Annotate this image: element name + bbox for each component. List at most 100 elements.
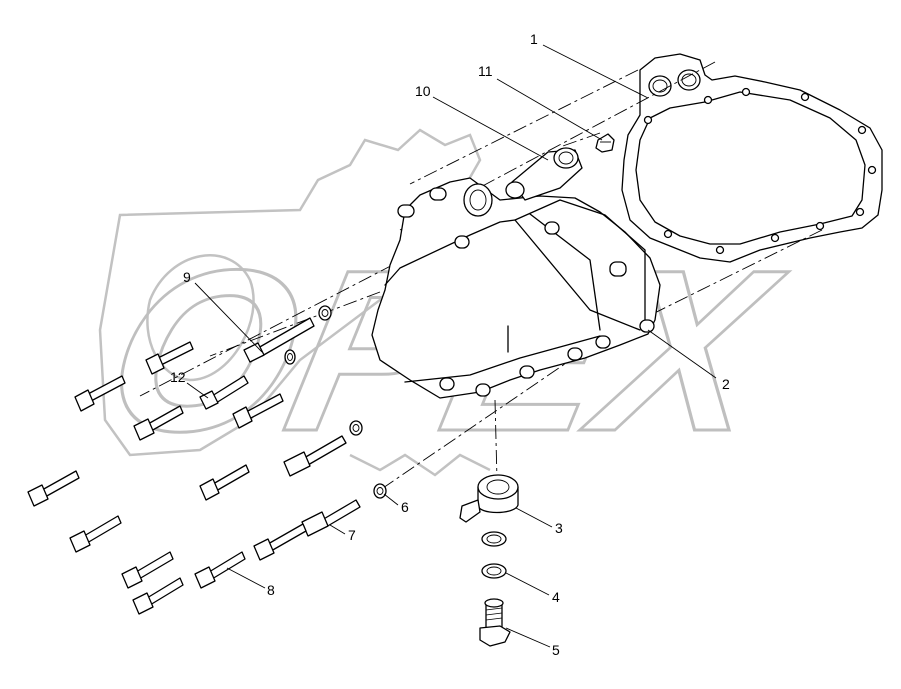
leader-line-2	[647, 329, 717, 379]
plug-body	[595, 133, 615, 153]
cover-housing-part-2	[371, 177, 661, 399]
plug-part-11	[595, 133, 615, 153]
watermark-gear-outline	[98, 128, 482, 457]
seal-ring-inner	[486, 566, 502, 576]
housing-boss	[429, 187, 447, 201]
housing-body	[371, 177, 661, 399]
gasket-hole	[703, 95, 713, 105]
bolt-head	[132, 592, 154, 615]
leader-line-4	[505, 572, 550, 596]
washer-inner	[321, 309, 329, 317]
bolts-part-8	[27, 341, 307, 615]
callout-6: 6	[401, 499, 409, 515]
housing-boss	[567, 347, 583, 361]
washer	[284, 349, 296, 365]
washer-inner	[352, 424, 360, 432]
seal-ring	[481, 563, 507, 579]
gasket-hole	[715, 245, 725, 255]
banjo-bolt-part-5	[479, 598, 511, 647]
bolt-shank	[135, 551, 174, 580]
seal-rings-part-4	[481, 531, 507, 579]
bolt-head	[69, 530, 91, 553]
washer	[373, 483, 387, 499]
leader-line-11	[496, 78, 603, 141]
housing-boss	[544, 221, 560, 235]
housing-port	[463, 183, 493, 217]
studs	[199, 317, 361, 537]
bolt-head	[121, 566, 143, 589]
bolt-head	[74, 389, 95, 412]
housing-boss	[519, 365, 535, 379]
banjo-bolt-thread	[485, 607, 503, 611]
banjo-bolt-thread	[485, 617, 503, 621]
bolt-head	[232, 406, 253, 429]
bolt-shank	[83, 515, 122, 544]
bolt-head	[253, 538, 275, 561]
leader-line-9	[194, 282, 263, 353]
stud-sleeve	[301, 511, 329, 537]
leader-line-7	[329, 524, 346, 535]
callout-10: 10	[415, 83, 431, 99]
valve-base	[505, 181, 525, 199]
bolt-head	[133, 418, 155, 441]
fitting-bore	[486, 479, 510, 495]
washer-inner	[376, 487, 384, 495]
bolt-head	[27, 484, 49, 507]
housing-flange	[384, 219, 641, 331]
stud-sleeve	[283, 451, 311, 477]
watermark-gear-lower	[349, 453, 491, 477]
housing-boss	[609, 261, 627, 277]
bolt-shank	[146, 577, 184, 606]
gasket-hole	[770, 233, 780, 243]
gasket-hole	[663, 229, 673, 239]
callout-labels: 1 2 3 4 5 6 7 8 9 10 11 12	[170, 31, 730, 658]
banjo-bolt-thread	[485, 612, 503, 616]
gasket-hole	[800, 92, 810, 102]
housing-rib	[514, 199, 646, 321]
gasket-hole	[867, 165, 877, 175]
housing-boss	[397, 204, 415, 218]
washers-part-6	[284, 305, 387, 499]
seal-ring-inner	[486, 534, 502, 544]
callout-5: 5	[552, 642, 560, 658]
housing-boss	[454, 235, 470, 249]
washer-inner	[287, 353, 293, 361]
leader-line-5	[505, 627, 551, 648]
callout-4: 4	[552, 589, 560, 605]
leader-line-1	[542, 44, 649, 99]
washer	[349, 420, 363, 436]
fitting-nipple	[459, 499, 481, 523]
callout-11: 11	[478, 63, 493, 79]
callout-3: 3	[555, 520, 563, 536]
callout-12: 12	[170, 369, 186, 385]
fitting-top	[477, 474, 519, 500]
housing-boss	[475, 383, 491, 397]
callout-2: 2	[722, 376, 730, 392]
stud-shank	[321, 499, 361, 528]
seal-ring	[481, 531, 507, 547]
washer	[318, 305, 332, 321]
banjo-bolt-head	[479, 625, 511, 647]
callout-1: 1	[530, 31, 538, 47]
housing-boss	[439, 377, 455, 391]
housing-port-inner	[469, 189, 487, 211]
gasket-hole	[855, 207, 865, 217]
housing-edge	[404, 335, 601, 383]
gasket-part-1	[621, 53, 883, 263]
housing-boss	[639, 319, 655, 333]
leader-line-6	[383, 493, 399, 506]
leader-line-8	[226, 567, 266, 589]
callout-9: 9	[183, 269, 191, 285]
bolt-shank	[41, 470, 80, 498]
assembly-line	[399, 61, 716, 231]
assembly-line	[409, 69, 639, 185]
gasket-hole	[643, 115, 653, 125]
gasket-port-left-inner	[652, 79, 668, 93]
assembly-line	[209, 291, 381, 357]
callout-8: 8	[267, 582, 275, 598]
valve-end	[553, 147, 579, 169]
bolt-head	[145, 353, 165, 375]
bolt-head	[199, 478, 220, 501]
stud-nut	[243, 342, 265, 363]
